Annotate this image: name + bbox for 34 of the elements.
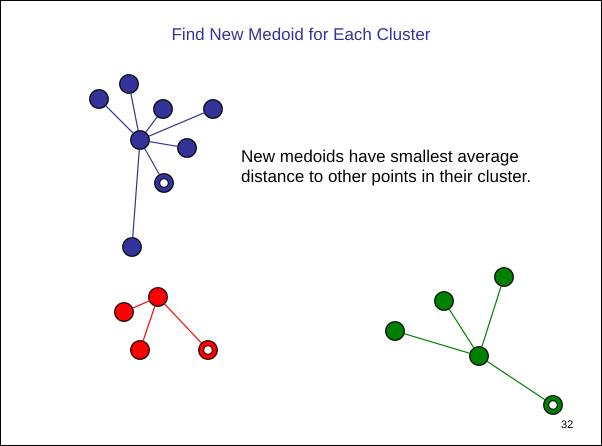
ring-marker: [198, 340, 218, 360]
point-circle: [153, 99, 173, 119]
ring-marker: [543, 395, 563, 415]
point-circle: [119, 74, 139, 94]
point-circle: [148, 287, 168, 307]
point-circle: [130, 340, 150, 360]
connector-line: [487, 361, 545, 400]
point-circle: [203, 99, 223, 119]
point-circle: [434, 291, 454, 311]
connector-line: [145, 116, 158, 132]
note-text: New medoids have smallest average distance to other points in their cluster.: [241, 147, 532, 187]
slide-title: Find New Medoid for Each Cluster: [170, 25, 432, 45]
connector-line: [481, 286, 502, 347]
point-circle: [130, 130, 150, 150]
connector-line: [106, 106, 134, 134]
connector-line: [142, 306, 156, 341]
point-circle: [177, 138, 197, 158]
connector-line: [132, 300, 150, 309]
connector-line: [404, 333, 470, 354]
page-number: 32: [561, 419, 574, 431]
ring-marker: [154, 173, 174, 193]
connector-line: [144, 148, 160, 175]
connector-line: [132, 150, 140, 238]
point-circle: [494, 267, 514, 287]
point-circle: [122, 237, 142, 257]
point-circle: [469, 346, 489, 366]
point-circle: [385, 321, 405, 341]
connector-line: [164, 304, 202, 344]
point-circle: [114, 302, 134, 322]
connector-line: [448, 309, 474, 348]
connector-line: [148, 112, 204, 137]
connector-line: [150, 141, 178, 147]
point-circle: [89, 89, 109, 109]
connector-line: [130, 94, 139, 130]
